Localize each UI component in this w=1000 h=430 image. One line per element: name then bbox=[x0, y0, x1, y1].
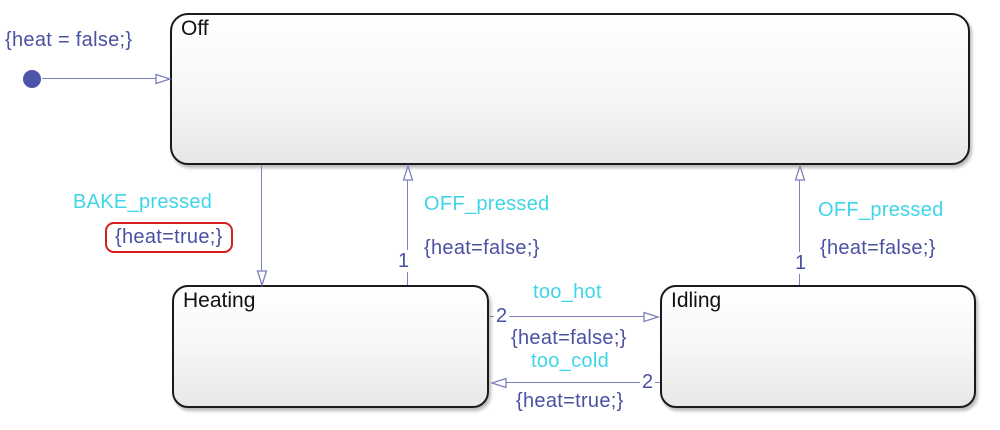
state-off-label: Off bbox=[181, 17, 209, 40]
state-idling[interactable]: Idling bbox=[660, 285, 976, 408]
state-heating-label: Heating bbox=[183, 289, 256, 312]
default-transition-line[interactable] bbox=[42, 78, 156, 79]
transition-off-from-idling-order-number[interactable]: 1 bbox=[793, 252, 809, 274]
transition-off-from-heating-action-label[interactable]: {heat=false;} bbox=[424, 237, 540, 259]
transition-bake-line[interactable] bbox=[261, 166, 262, 272]
transition-too-cold-order-number[interactable]: 2 bbox=[640, 371, 656, 393]
transition-too-hot-line[interactable] bbox=[490, 316, 645, 317]
transition-off-from-heating-event-label[interactable]: OFF_pressed bbox=[424, 193, 550, 215]
transition-too-hot-arrowhead-icon bbox=[643, 311, 661, 323]
transition-too-cold-action-label[interactable]: {heat=true;} bbox=[516, 390, 624, 412]
transition-too-cold-arrowhead-icon bbox=[489, 377, 507, 389]
default-transition-dot[interactable] bbox=[23, 70, 41, 88]
state-heating[interactable]: Heating bbox=[172, 285, 489, 408]
transition-too-cold-event-label[interactable]: too_cold bbox=[531, 350, 610, 372]
transition-too-hot-action-label[interactable]: {heat=false;} bbox=[511, 327, 627, 349]
transition-bake-action-highlight-box[interactable]: {heat=true;} bbox=[105, 222, 233, 253]
transition-off-from-idling-action-label[interactable]: {heat=false;} bbox=[820, 237, 936, 259]
transition-too-cold-line[interactable] bbox=[505, 382, 660, 383]
default-transition-arrowhead-icon bbox=[155, 73, 173, 85]
transition-bake-action-label[interactable]: {heat=true;} bbox=[105, 222, 233, 253]
transition-off-from-idling-arrowhead-icon bbox=[794, 163, 806, 181]
state-off[interactable]: Off bbox=[170, 13, 970, 165]
transition-off-from-heating-arrowhead-icon bbox=[402, 163, 414, 181]
transition-off-from-idling-event-label[interactable]: OFF_pressed bbox=[818, 199, 944, 221]
transition-off-from-heating-line[interactable] bbox=[407, 179, 408, 285]
transition-bake-event-label[interactable]: BAKE_pressed bbox=[73, 191, 213, 213]
transition-too-hot-order-number[interactable]: 2 bbox=[494, 305, 510, 327]
transition-bake-arrowhead-icon bbox=[256, 270, 268, 288]
state-idling-label: Idling bbox=[671, 289, 722, 312]
transition-off-from-heating-order-number[interactable]: 1 bbox=[396, 250, 412, 272]
transition-too-hot-event-label[interactable]: too_hot bbox=[533, 281, 602, 303]
transition-off-from-idling-line[interactable] bbox=[799, 179, 800, 285]
default-transition-action-label[interactable]: {heat = false;} bbox=[5, 29, 133, 51]
